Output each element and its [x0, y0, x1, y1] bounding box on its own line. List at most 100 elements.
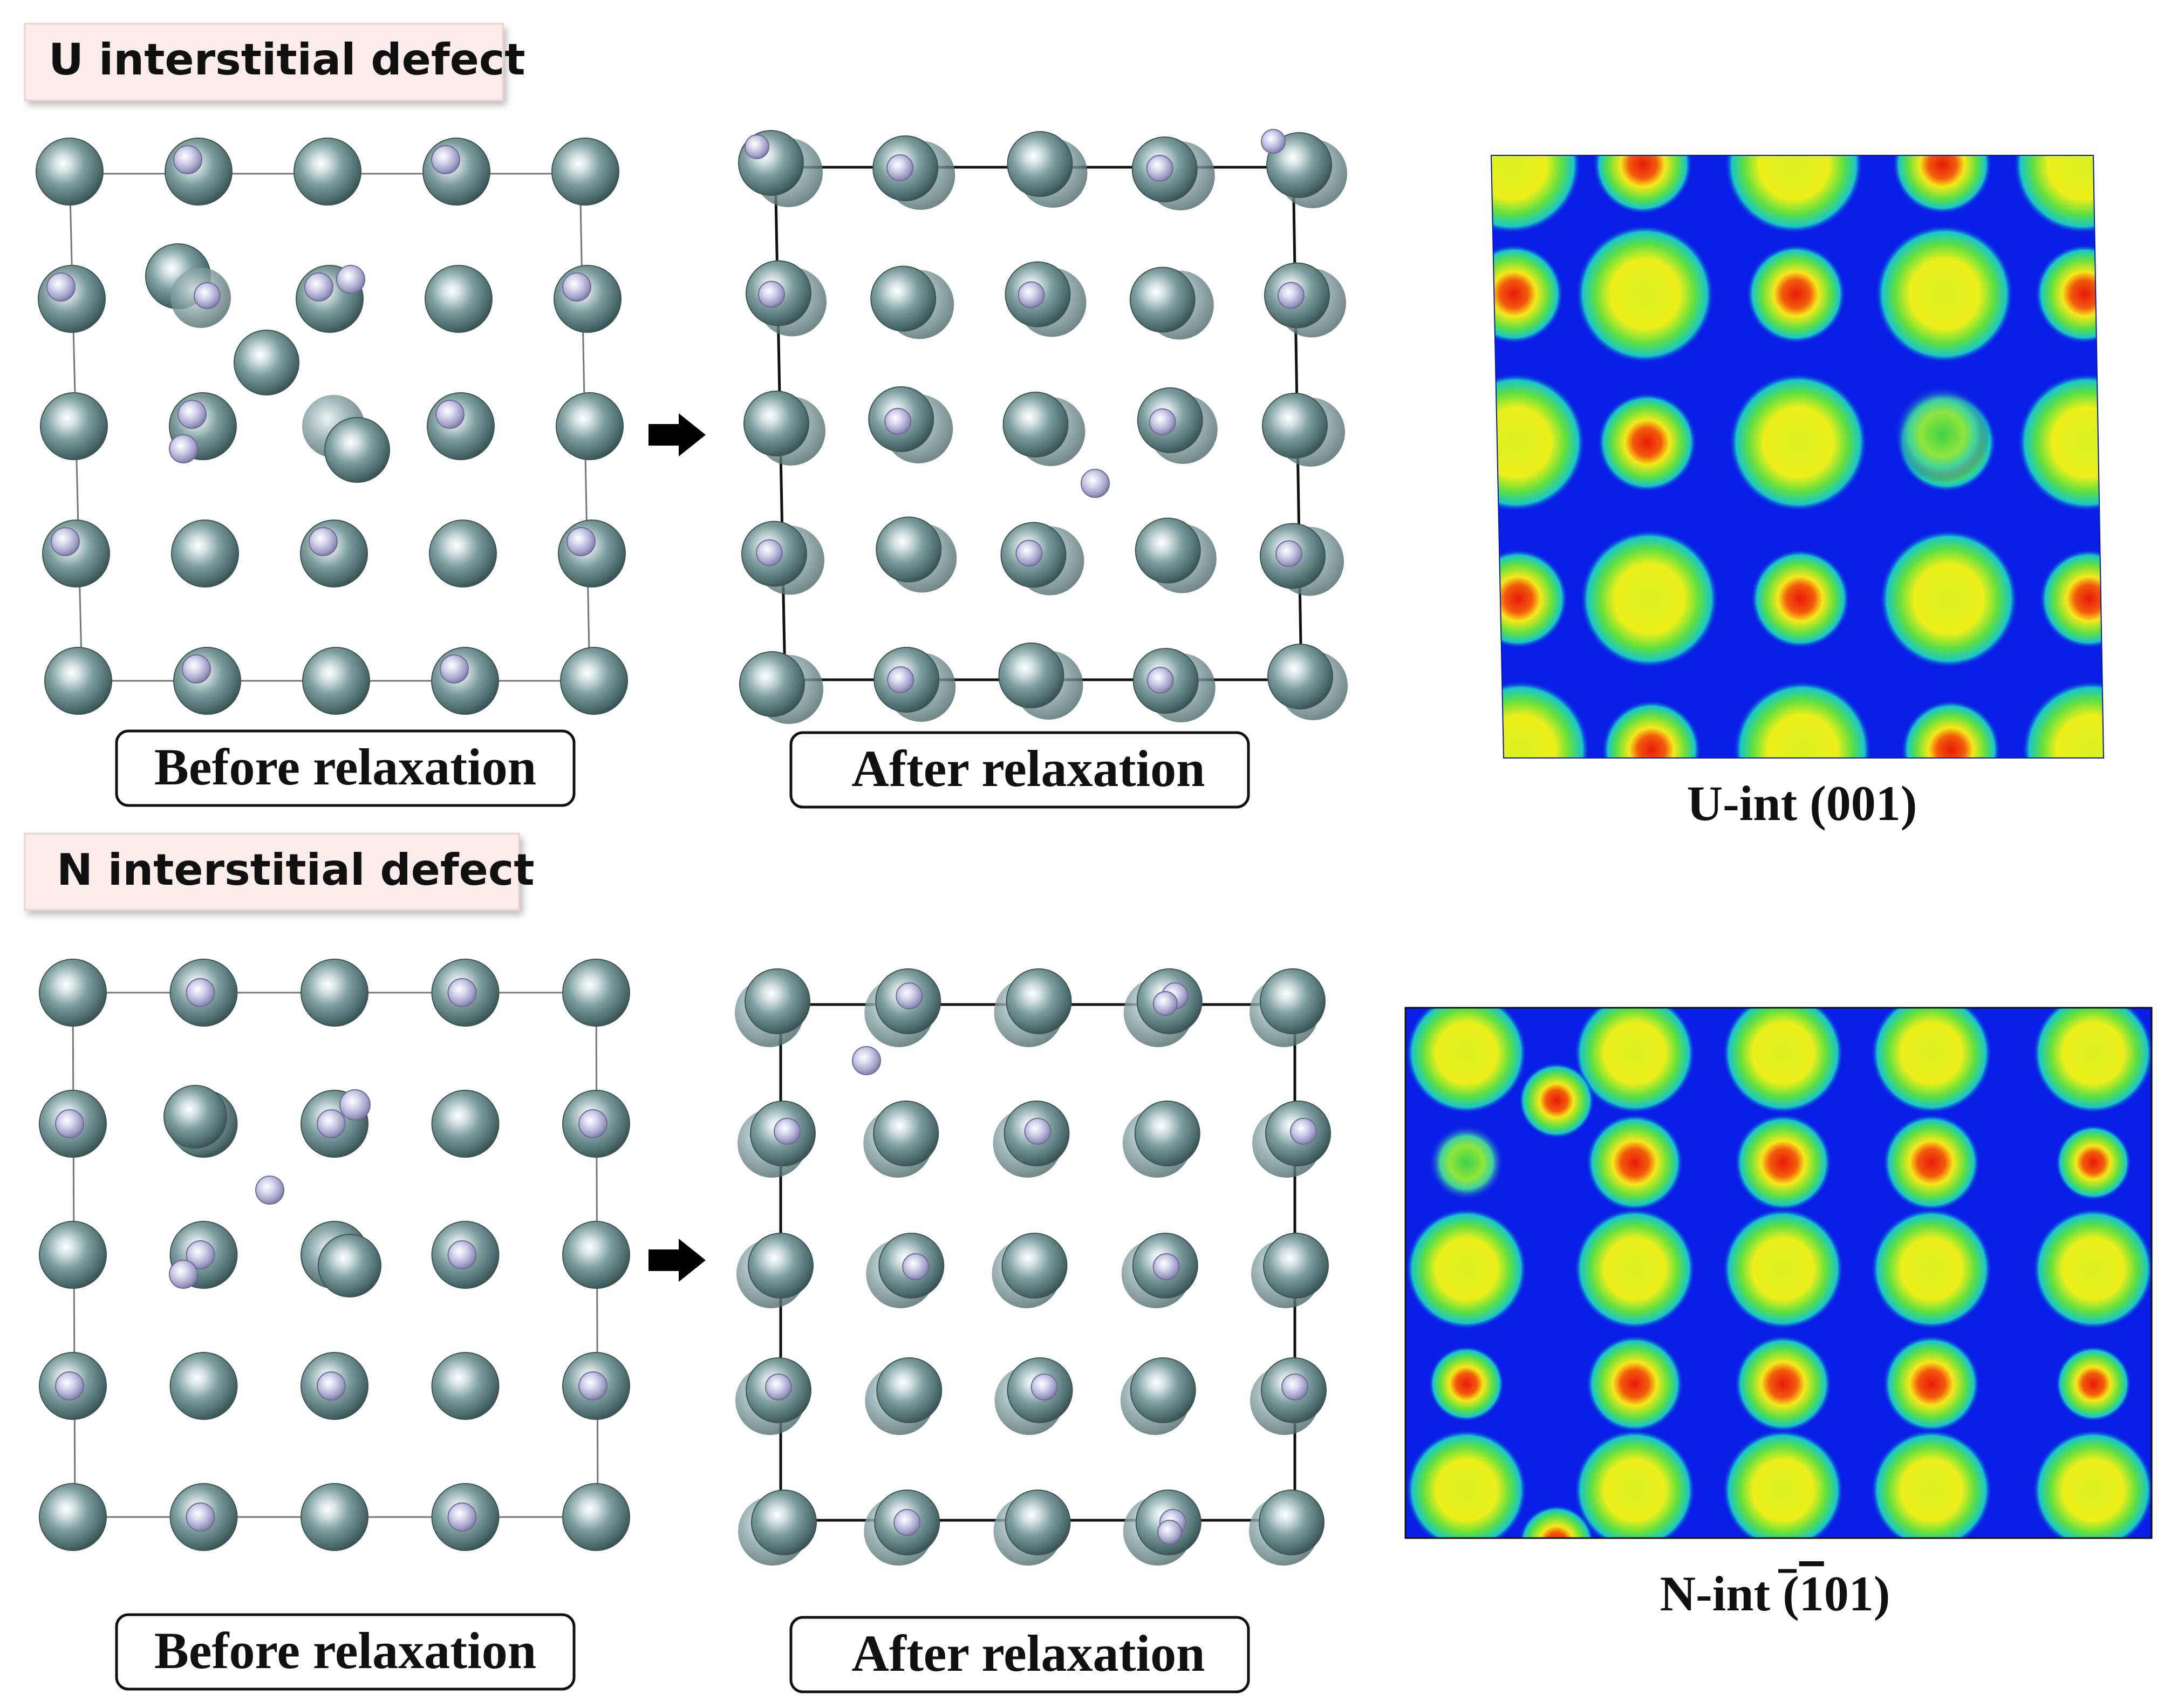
uranium-atom: [38, 265, 106, 333]
n-map-caption-suffix: 01): [1824, 1566, 1890, 1621]
nitrogen-atom: [1290, 1118, 1317, 1145]
nitrogen-atom: [884, 408, 912, 435]
density-peak-large: [1574, 1430, 1695, 1538]
n-map-caption: N-int (101): [1660, 1566, 1890, 1621]
uranium-atom: [169, 1352, 238, 1420]
density-peak-large: [1725, 155, 1863, 234]
uranium-atom: [739, 651, 805, 717]
nitrogen-atom: [55, 1109, 84, 1138]
uranium-atom: [562, 1483, 630, 1551]
nitrogen-atom: [173, 145, 202, 174]
uranium-atom: [1259, 1490, 1325, 1555]
uranium-atom: [39, 1483, 107, 1551]
density-peak-large: [1574, 1008, 1695, 1113]
uranium-atom: [562, 959, 630, 1027]
density-peak-hot: [1491, 244, 1564, 344]
uranium-atom: [1002, 392, 1069, 457]
uranium-atom: [234, 330, 299, 395]
uranium-atom: [422, 138, 490, 206]
u-before-label: Before relaxation: [154, 738, 536, 796]
nitrogen-atom: [1157, 1520, 1182, 1545]
nitrogen-atom: [562, 272, 591, 302]
n-after-label-box: After relaxation: [789, 1616, 1250, 1693]
density-peak-large: [1576, 225, 1714, 363]
density-peak-hot: [1751, 549, 1850, 648]
uranium-atom: [551, 138, 619, 206]
uranium-atom: [1267, 644, 1333, 709]
nitrogen-atom: [1275, 540, 1302, 568]
u-before-structure: [36, 138, 628, 715]
density-peak-large: [1491, 681, 1589, 758]
nitrogen-atom: [758, 281, 785, 308]
density-peak-large: [1406, 1430, 1527, 1538]
nitrogen-atom: [182, 654, 211, 684]
density-peak-large: [2022, 681, 2104, 758]
nitrogen-atom: [447, 1240, 477, 1269]
nitrogen-atom: [896, 982, 923, 1009]
density-peak-hot: [1893, 155, 1992, 214]
density-peak-large: [1723, 1430, 1844, 1538]
nitrogen-atom: [1015, 539, 1043, 567]
u-after-structure: [738, 129, 1348, 724]
n-section-title-text: N interstitial defect: [57, 845, 535, 895]
density-peak-large: [1574, 1208, 1695, 1329]
n-before-label: Before relaxation: [154, 1622, 536, 1679]
density-peak-hot: [1735, 1114, 1832, 1211]
uranium-atom: [998, 643, 1064, 708]
nitrogen-atom: [169, 1260, 198, 1289]
nitrogen-atom: [566, 527, 596, 556]
nitrogen-atom: [255, 1176, 284, 1205]
uranium-atom: [301, 959, 368, 1027]
nitrogen-atom: [1030, 1374, 1058, 1400]
nitrogen-atom: [1081, 469, 1110, 498]
density-peak-hot: [1598, 393, 1697, 492]
nitrogen-atom: [51, 527, 80, 556]
nitrogen-atom: [1018, 281, 1045, 309]
uranium-atom: [1260, 968, 1326, 1034]
density-peak-large: [1871, 1008, 1992, 1113]
uranium-atom: [1134, 1101, 1200, 1166]
uranium-atom: [39, 1221, 107, 1289]
uranium-atom: [1135, 517, 1201, 584]
density-peak-hot: [2035, 244, 2104, 344]
nitrogen-atom: [431, 145, 460, 174]
nitrogen-atom: [893, 1509, 921, 1536]
density-peak-large: [2033, 1208, 2152, 1329]
nitrogen-atom: [1146, 667, 1174, 694]
n-after-label: After relaxation: [852, 1624, 1205, 1682]
uranium-atom: [1129, 267, 1196, 333]
density-peak-hot: [1883, 1114, 1980, 1211]
nitrogen-atom: [194, 282, 221, 309]
n-charge-density-map: [1404, 1007, 2153, 1539]
nitrogen-atom: [186, 1240, 215, 1269]
uranium-atom: [870, 265, 937, 332]
uranium-atom: [876, 516, 942, 583]
nitrogen-atom: [887, 666, 914, 693]
density-peak-large: [2033, 1430, 2152, 1538]
uranium-atom: [301, 1483, 368, 1551]
nitrogen-atom: [745, 134, 769, 159]
nitrogen-atom: [309, 527, 338, 556]
uranium-atom: [42, 520, 110, 587]
uranium-atom: [556, 392, 624, 460]
uranium-atom: [40, 392, 108, 460]
nitrogen-atom: [304, 272, 333, 302]
uranium-atom: [429, 520, 497, 587]
u-after-label-box: After relaxation: [789, 731, 1250, 809]
density-peak-large: [2033, 1008, 2152, 1113]
u-relaxation-arrow: [648, 413, 706, 456]
nitrogen-atom: [447, 978, 477, 1007]
uranium-atom: [562, 1221, 630, 1289]
density-peak-hot: [1735, 1335, 1832, 1432]
density-peak-large: [1406, 1208, 1527, 1329]
nitrogen-atom: [186, 978, 215, 1007]
uranium-atom: [44, 647, 112, 715]
u-section-title: U interstitial defect: [24, 23, 525, 101]
nitrogen-atom: [765, 1374, 792, 1400]
nitrogen-atom: [1153, 991, 1178, 1016]
nitrogen-atom: [435, 400, 465, 429]
u-charge-density-map: [1490, 155, 2105, 759]
uranium-atom: [300, 520, 368, 587]
uranium-atom: [171, 520, 239, 587]
nitrogen-atom: [1024, 1118, 1052, 1145]
